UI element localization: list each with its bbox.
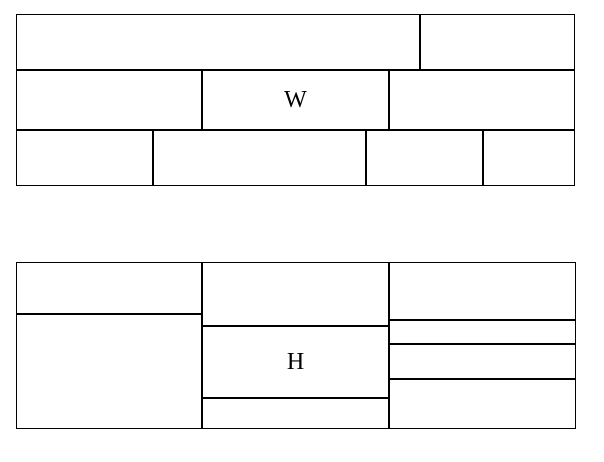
cell-r3c1[interactable] — [16, 130, 153, 186]
cell-c1r2[interactable] — [16, 314, 202, 429]
cell-c1r1[interactable] — [16, 262, 202, 314]
cell-c2r3[interactable] — [202, 398, 389, 429]
cell-r1c1[interactable] — [16, 14, 420, 70]
cell-r2c2[interactable]: W — [202, 70, 389, 130]
cell-c3r1[interactable] — [389, 262, 576, 320]
cell-r3c3[interactable] — [366, 130, 483, 186]
cell-r1c2[interactable] — [420, 14, 575, 70]
cell-c3r3[interactable] — [389, 344, 576, 379]
cell-r2c1[interactable] — [16, 70, 202, 130]
cell-c2r2-label: H — [286, 349, 305, 375]
cell-r3c4[interactable] — [483, 130, 575, 186]
cell-r2c2-label: W — [284, 87, 307, 113]
cell-r2c3[interactable] — [389, 70, 575, 130]
cell-c3r2[interactable] — [389, 320, 576, 344]
cell-r3c2[interactable] — [153, 130, 366, 186]
cell-c2r2[interactable]: H — [202, 326, 389, 398]
cell-c3r4[interactable] — [389, 379, 576, 429]
cell-c2r1[interactable] — [202, 262, 389, 326]
